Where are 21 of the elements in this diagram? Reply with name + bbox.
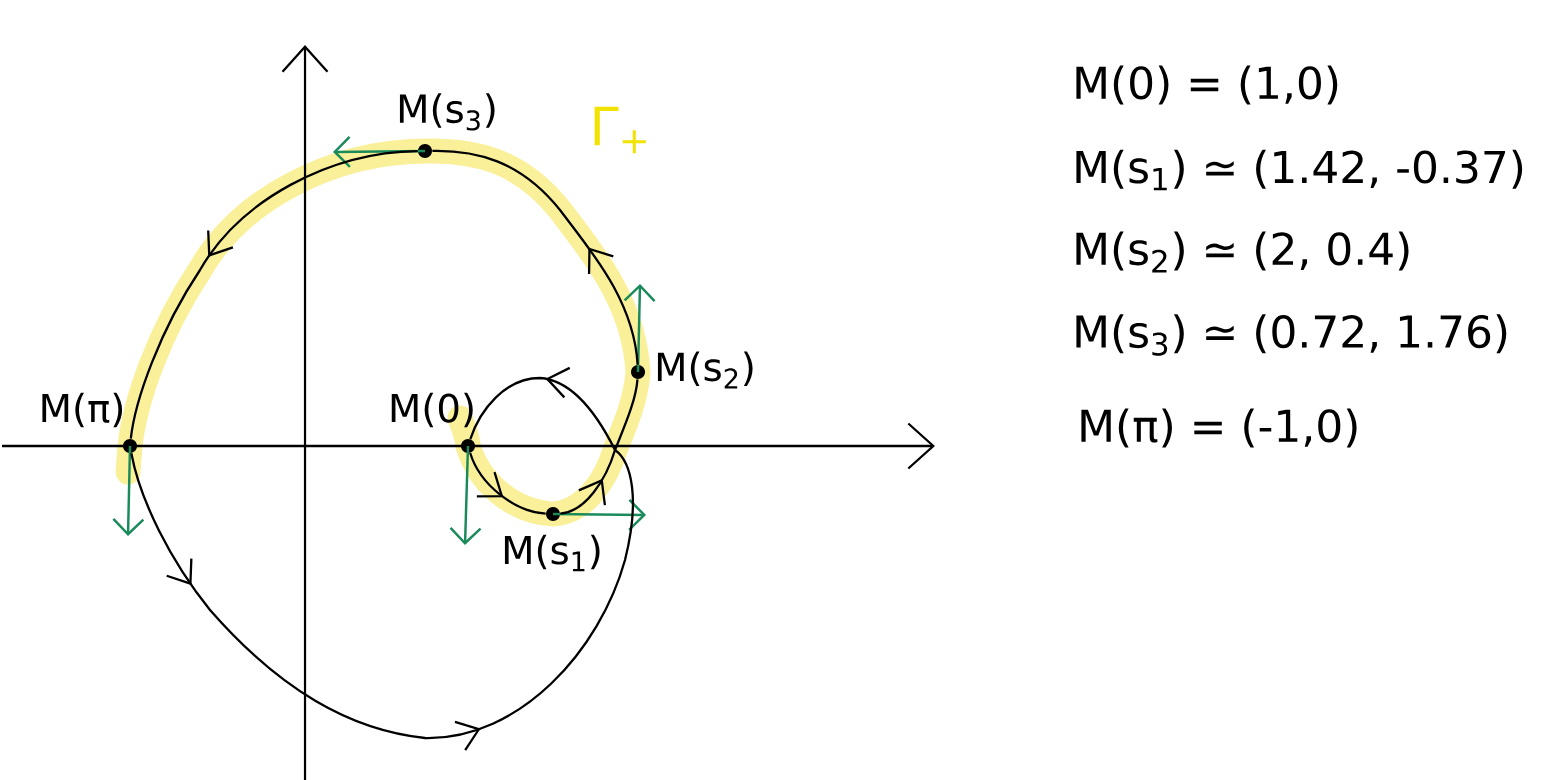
point bbox=[461, 439, 475, 453]
equation: M(s$_{2}$) ≃ (2, 0.4) bbox=[1076, 231, 1409, 273]
equation: M(s$_{3}$) ≃ (0.72, 1.76) bbox=[1076, 314, 1507, 356]
point-label: M(s$_{3}$) bbox=[399, 93, 495, 131]
point bbox=[418, 144, 432, 158]
point bbox=[546, 507, 560, 521]
curve-arc bbox=[130, 366, 634, 751]
point bbox=[123, 439, 137, 453]
curve-arc bbox=[560, 379, 639, 515]
point-label: M(π) bbox=[42, 392, 123, 428]
curve-arc bbox=[469, 452, 546, 515]
equation: M(s$_{1}$) ≃ (1.42, -0.37) bbox=[1076, 149, 1523, 191]
curve-name: Γ$_{+}$ bbox=[594, 106, 646, 154]
point-label: M(s$_{1}$) bbox=[504, 534, 600, 572]
equation: M(π) = (-1,0) bbox=[1081, 408, 1357, 448]
curve-arc bbox=[129, 149, 418, 439]
point bbox=[631, 365, 645, 379]
point-label: M(s$_{2}$) bbox=[657, 351, 753, 389]
equation: M(0) = (1,0) bbox=[1076, 65, 1338, 105]
point-label: M(0) bbox=[391, 392, 473, 428]
curve-arc bbox=[432, 149, 639, 365]
